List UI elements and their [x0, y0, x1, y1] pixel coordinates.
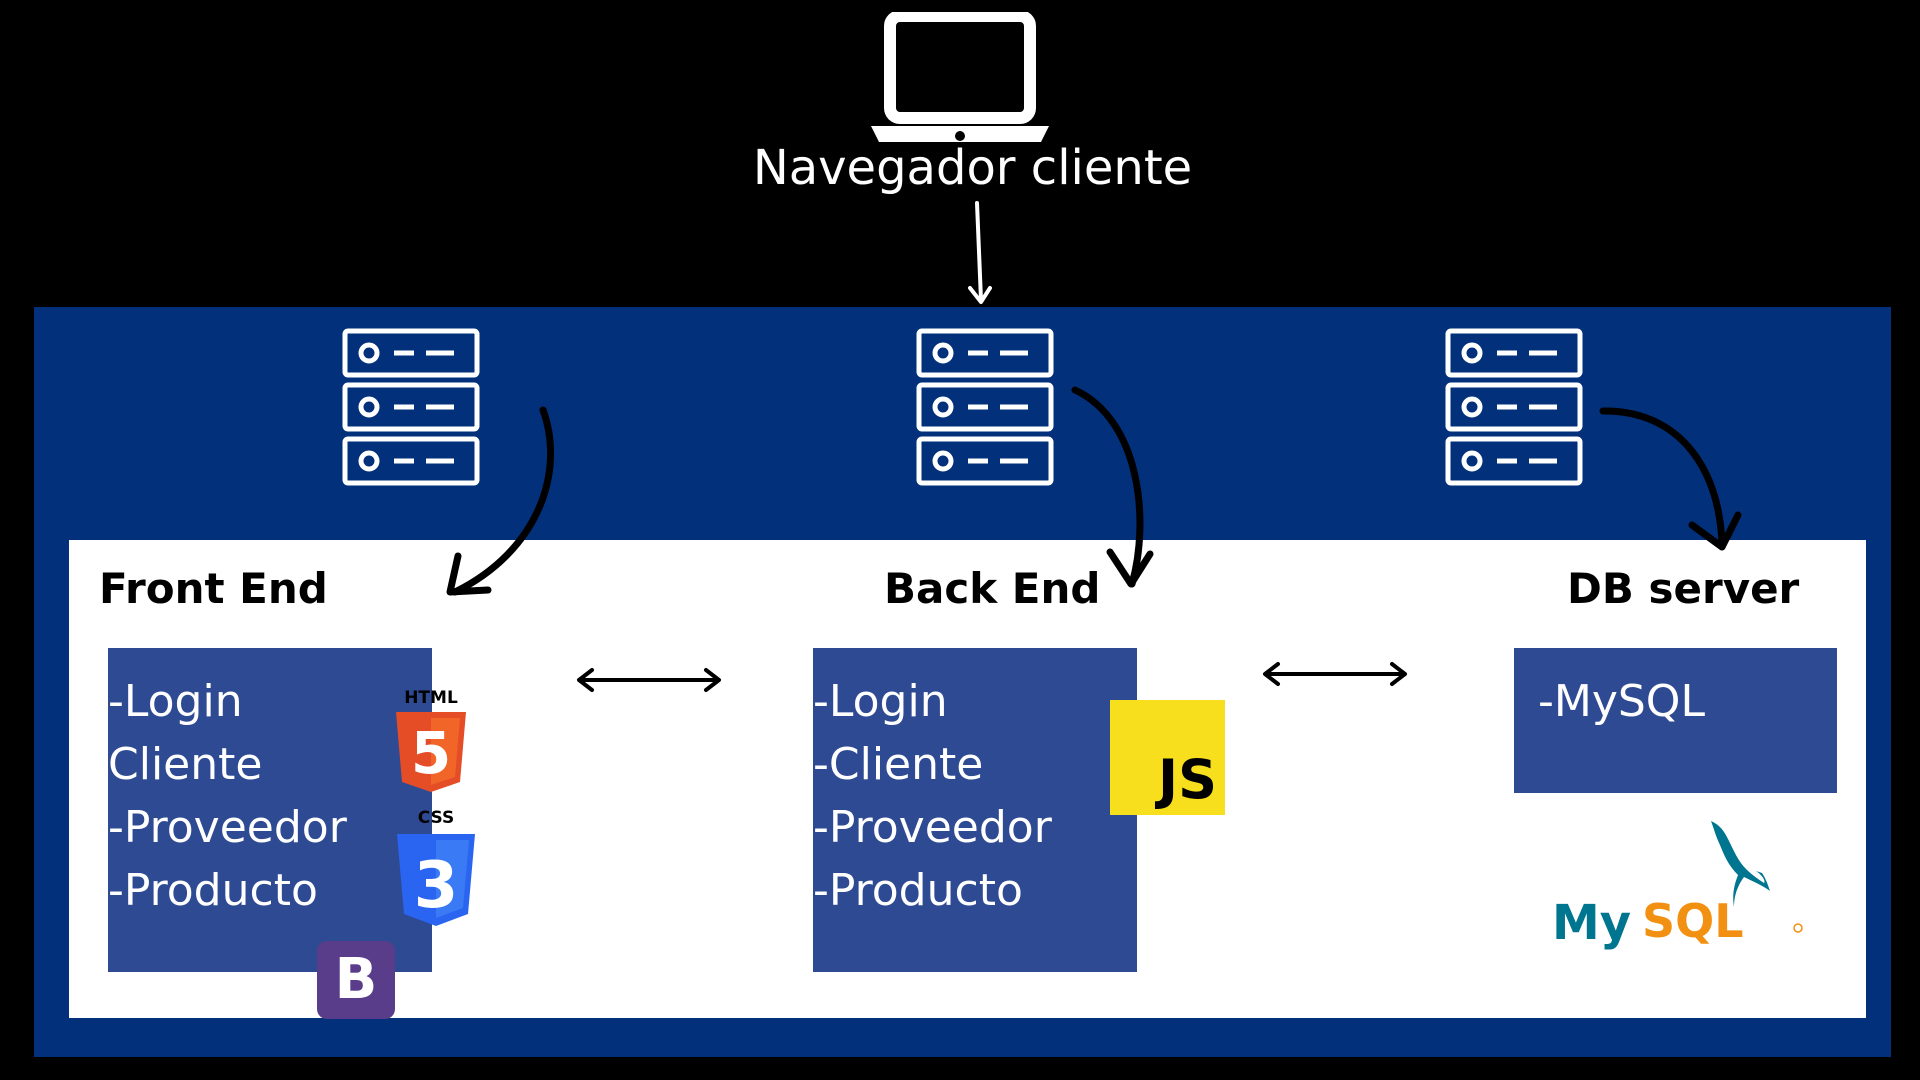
db-server-title: DB server	[1567, 564, 1800, 613]
client-to-backend-arrowhead	[968, 286, 992, 304]
mysql-logo-sql: SQL	[1642, 894, 1744, 948]
server-icon	[1445, 328, 1583, 486]
client-to-backend-arrow	[975, 201, 983, 302]
css3-logo-glyph: 3	[414, 849, 459, 923]
client-browser-label: Navegador cliente	[752, 140, 1193, 196]
html5-logo-glyph: 5	[411, 719, 451, 787]
list-item: -Proveedor	[813, 802, 1052, 853]
html5-logo-text: HTML	[404, 688, 458, 708]
list-item: -Proveedor	[108, 802, 347, 853]
db-server-box: -MySQL	[1514, 648, 1837, 793]
css3-logo-icon: CSS 3	[397, 808, 475, 926]
list-item: -Login	[813, 676, 948, 727]
javascript-logo-text: JS	[1158, 748, 1217, 811]
list-item: Cliente	[108, 739, 263, 790]
front-end-title: Front End	[99, 564, 328, 613]
list-item: -Cliente	[813, 739, 984, 790]
back-end-title: Back End	[884, 564, 1101, 613]
css3-logo-text: CSS	[418, 808, 455, 828]
javascript-logo-icon: JS	[1110, 700, 1225, 815]
back-end-box: -Login -Cliente -Proveedor -Producto	[813, 648, 1137, 972]
mysql-logo-icon: My SQL	[1552, 821, 1803, 950]
list-item: -Producto	[813, 865, 1023, 916]
server-icon	[342, 328, 480, 486]
list-item: -MySQL	[1538, 676, 1705, 727]
list-item: -Login	[108, 676, 243, 727]
bootstrap-logo-icon: B	[317, 941, 395, 1019]
server-icon	[916, 328, 1054, 486]
laptop-icon	[871, 12, 1049, 142]
list-item: -Producto	[108, 865, 318, 916]
mysql-logo-my: My	[1552, 895, 1631, 950]
front-end-box: -Login Cliente -Proveedor -Producto	[108, 648, 432, 972]
html5-logo-icon: HTML 5	[396, 688, 466, 792]
